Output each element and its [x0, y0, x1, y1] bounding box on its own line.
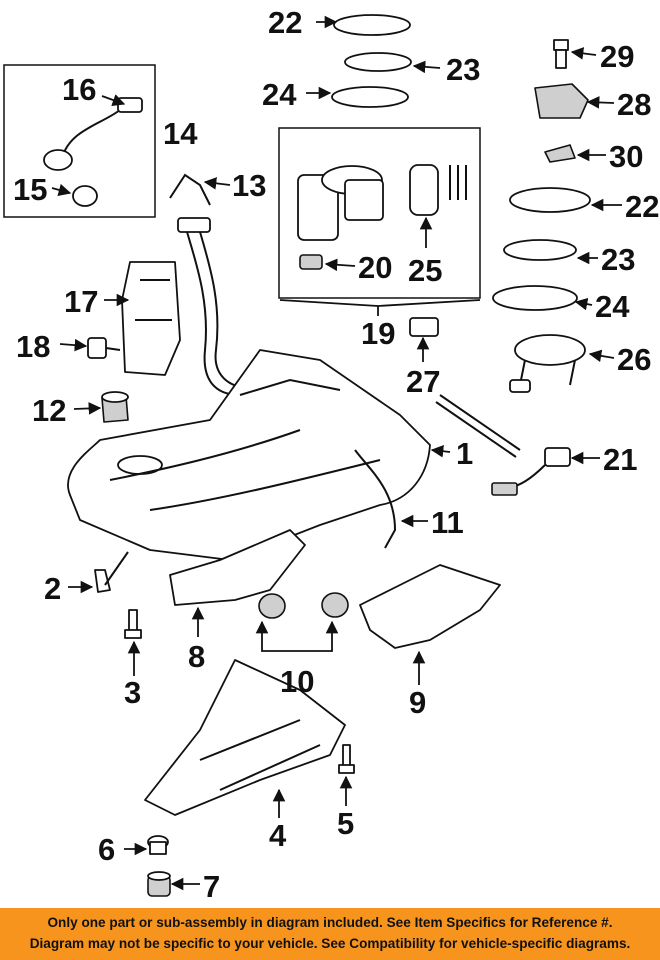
- callout-1: 1: [456, 436, 473, 471]
- part-ring-23-top: [344, 52, 412, 72]
- part-filler-neck: [177, 217, 246, 396]
- callout-24-top: 24: [262, 77, 297, 112]
- part-mounts-10: [258, 592, 349, 619]
- callout-16: 16: [62, 72, 96, 107]
- part-fuel-tank-1: [67, 349, 431, 561]
- part-bolt-29: [553, 39, 569, 69]
- parts-diagram: 22 23 24 29 28 30 22 23 24 26 27 21 16 1…: [3, 5, 659, 904]
- callout-29: 29: [600, 39, 634, 74]
- callout-24-right: 24: [595, 289, 630, 324]
- part-ring-22-right: [509, 187, 591, 213]
- callout-30: 30: [609, 139, 643, 174]
- part-clip-30: [544, 144, 576, 163]
- callout-20: 20: [358, 250, 392, 285]
- callout-12: 12: [32, 393, 66, 428]
- part-clip-27: [409, 317, 439, 337]
- part-sender-26: [509, 334, 586, 393]
- part-clip-13: [169, 173, 211, 206]
- part-ring-24-top: [331, 86, 409, 108]
- callout-13: 13: [232, 168, 266, 203]
- callout-3: 3: [124, 675, 141, 710]
- callout-4: 4: [269, 818, 287, 853]
- part-cover-28: [534, 83, 589, 119]
- callout-11: 11: [431, 505, 464, 540]
- disclaimer-line-2: Diagram may not be specific to your vehi…: [29, 936, 631, 951]
- part-bracket-17: [121, 261, 181, 376]
- callout-21: 21: [603, 442, 637, 477]
- callout-10: 10: [280, 664, 314, 699]
- part-vent-hose-16: [43, 97, 143, 171]
- part-support-8: [169, 529, 306, 606]
- part-sender-line: [435, 394, 521, 458]
- callout-26: 26: [617, 342, 651, 377]
- callout-22-top: 22: [268, 5, 302, 40]
- part-ring-23-right: [503, 239, 577, 261]
- part-bolt-18: [87, 337, 121, 359]
- callout-8: 8: [188, 639, 205, 674]
- part-bracket-2: [94, 551, 129, 593]
- part-bolt-3: [124, 609, 142, 639]
- callout-15: 15: [13, 172, 47, 207]
- callout-25: 25: [408, 253, 442, 288]
- part-cap-15: [72, 185, 98, 207]
- inset-box-hose: [3, 64, 156, 218]
- callout-6: 6: [98, 832, 115, 867]
- part-filter-25: [409, 164, 467, 216]
- callout-28: 28: [617, 87, 651, 122]
- callout-2: 2: [44, 571, 61, 606]
- leader-lines: [51, 15, 622, 891]
- disclaimer-line-1: Only one part or sub-assembly in diagram…: [47, 915, 613, 930]
- part-bolt-5: [338, 744, 355, 774]
- part-pump-module: [297, 165, 384, 270]
- part-bushing-12: [101, 391, 129, 423]
- callout-5: 5: [337, 806, 354, 841]
- part-ring-24-right: [492, 285, 578, 311]
- callout-23-right: 23: [601, 242, 635, 277]
- callout-17: 17: [64, 284, 98, 319]
- callout-7: 7: [203, 869, 220, 904]
- callout-19: 19: [361, 316, 395, 351]
- part-underbody-shield-4: [144, 659, 346, 816]
- part-shield-9: [359, 564, 501, 649]
- callout-22-right: 22: [625, 189, 659, 224]
- callout-27: 27: [406, 364, 440, 399]
- part-sensor-21: [491, 447, 571, 496]
- callout-18: 18: [16, 329, 50, 364]
- part-line-11: [354, 449, 397, 549]
- part-nut-6: [147, 835, 169, 855]
- callout-14: 14: [163, 116, 198, 151]
- inset-box-pump: [278, 127, 481, 299]
- part-ring-22-top: [333, 14, 411, 36]
- disclaimer-banner: Only one part or sub-assembly in diagram…: [0, 908, 660, 960]
- callout-9: 9: [409, 685, 426, 720]
- part-grommet-7: [147, 871, 171, 897]
- callout-23-top: 23: [446, 52, 480, 87]
